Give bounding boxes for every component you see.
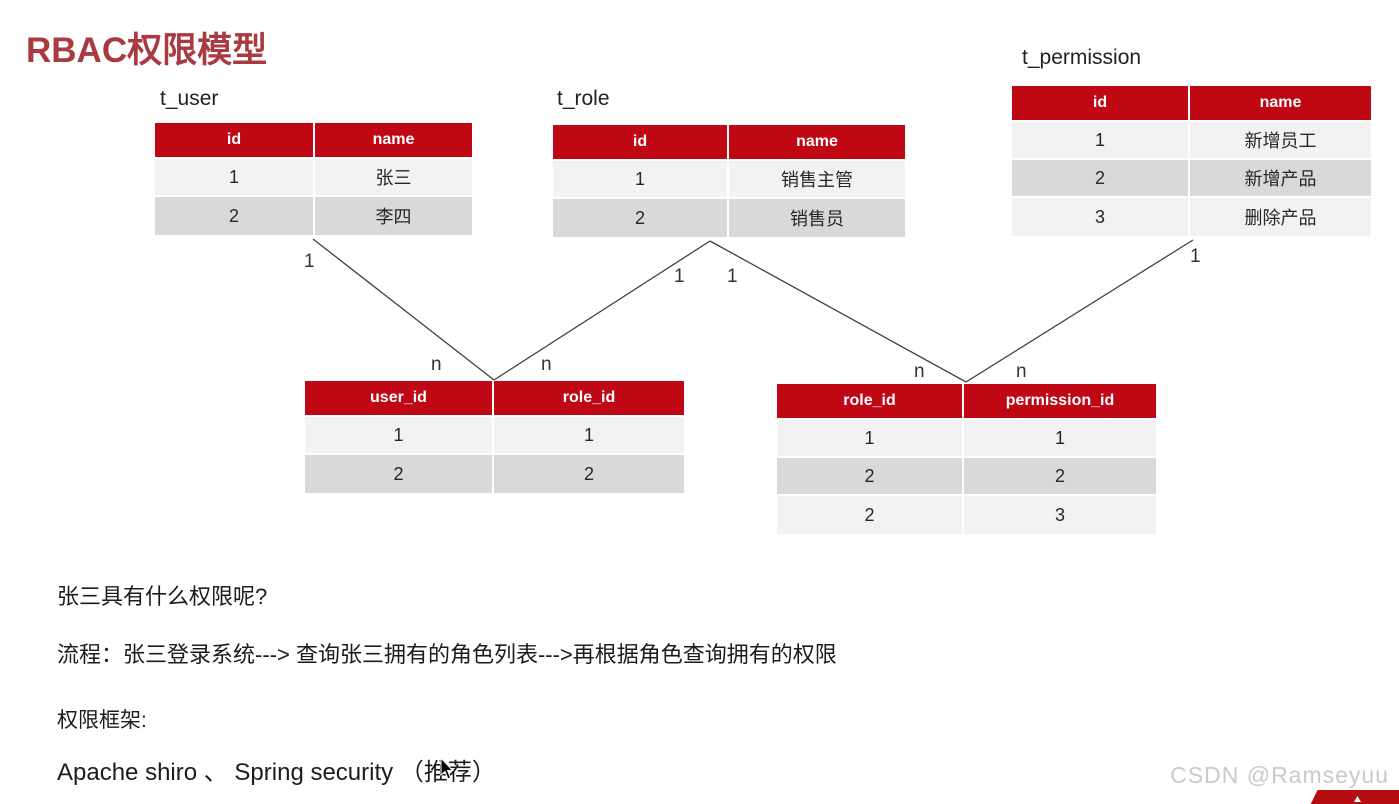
cardinality-label-n: n bbox=[541, 354, 552, 375]
table-row: 1 销售主管 bbox=[553, 161, 905, 199]
column-header: id bbox=[1012, 86, 1190, 122]
t-permission-label: t_permission bbox=[1022, 46, 1142, 69]
table-row: 3 删除产品 bbox=[1012, 198, 1371, 236]
table-row: 2 2 bbox=[305, 455, 684, 493]
cell: 2 bbox=[494, 455, 684, 493]
mouse-cursor bbox=[440, 758, 454, 780]
cell: 新增产品 bbox=[1190, 160, 1371, 198]
question-text: 张三具有什么权限呢? bbox=[57, 584, 268, 609]
column-header: role_id bbox=[494, 381, 684, 417]
cardinality-label-one: 1 bbox=[304, 251, 315, 272]
flow-text: 流程：张三登录系统---> 查询张三拥有的角色列表--->再根据角色查询拥有的权… bbox=[57, 642, 837, 667]
table-header-row: id name bbox=[155, 123, 472, 159]
cell: 2 bbox=[305, 455, 494, 493]
t-permission-table: id name 1 新增员工 2 新增产品 3 删除产品 bbox=[1012, 86, 1371, 236]
table-row: 1 张三 bbox=[155, 159, 472, 197]
corner-ribbon bbox=[1302, 790, 1399, 804]
cardinality-label-n: n bbox=[1016, 361, 1027, 382]
column-header: name bbox=[315, 123, 472, 159]
t-role-table: id name 1 销售主管 2 销售员 bbox=[553, 125, 905, 237]
cell: 2 bbox=[155, 197, 315, 235]
column-header: permission_id bbox=[964, 384, 1156, 420]
table-row: 2 李四 bbox=[155, 197, 472, 235]
t-user-label: t_user bbox=[160, 87, 219, 110]
table-row: 2 2 bbox=[777, 458, 1156, 496]
role-permission-table: role_id permission_id 1 1 2 2 2 3 bbox=[777, 384, 1156, 534]
page-title: RBAC权限模型 bbox=[26, 31, 268, 70]
cell: 销售主管 bbox=[729, 161, 905, 199]
table-row: 1 新增员工 bbox=[1012, 122, 1371, 160]
cell: 2 bbox=[1012, 160, 1190, 198]
table-row: 1 1 bbox=[777, 420, 1156, 458]
cell: 2 bbox=[553, 199, 729, 237]
cell: 1 bbox=[964, 420, 1156, 458]
table-row: 2 新增产品 bbox=[1012, 160, 1371, 198]
cell: 1 bbox=[155, 159, 315, 197]
framework-label: 权限框架: bbox=[57, 709, 147, 732]
table-row: 2 销售员 bbox=[553, 199, 905, 237]
ribbon-mark bbox=[1354, 796, 1361, 802]
watermark: CSDN @Ramseyuu bbox=[1170, 762, 1389, 788]
cardinality-label-n: n bbox=[914, 361, 925, 382]
cell: 1 bbox=[777, 420, 964, 458]
table-header-row: id name bbox=[553, 125, 905, 161]
column-header: id bbox=[553, 125, 729, 161]
column-header: name bbox=[1190, 86, 1371, 122]
cell: 新增员工 bbox=[1190, 122, 1371, 160]
column-header: id bbox=[155, 123, 315, 159]
cell: 张三 bbox=[315, 159, 472, 197]
cell: 1 bbox=[1012, 122, 1190, 160]
framework-options: Apache shiro 、 Spring security （推荐） bbox=[57, 759, 496, 786]
cell: 2 bbox=[777, 458, 964, 496]
cell: 删除产品 bbox=[1190, 198, 1371, 236]
cell: 1 bbox=[553, 161, 729, 199]
cardinality-label-one: 1 bbox=[674, 266, 685, 287]
t-role-label: t_role bbox=[557, 87, 610, 110]
user-role-table: user_id role_id 1 1 2 2 bbox=[305, 381, 684, 493]
cell: 3 bbox=[1012, 198, 1190, 236]
cardinality-label-n: n bbox=[431, 354, 442, 375]
cell: 3 bbox=[964, 496, 1156, 534]
table-row: 2 3 bbox=[777, 496, 1156, 534]
column-header: name bbox=[729, 125, 905, 161]
table-header-row: role_id permission_id bbox=[777, 384, 1156, 420]
column-header: user_id bbox=[305, 381, 494, 417]
table-row: 1 1 bbox=[305, 417, 684, 455]
cell: 2 bbox=[964, 458, 1156, 496]
column-header: role_id bbox=[777, 384, 964, 420]
table-header-row: user_id role_id bbox=[305, 381, 684, 417]
cardinality-label-one: 1 bbox=[727, 266, 738, 287]
cell: 1 bbox=[494, 417, 684, 455]
t-user-table: id name 1 张三 2 李四 bbox=[155, 123, 472, 235]
cell: 1 bbox=[305, 417, 494, 455]
cell: 2 bbox=[777, 496, 964, 534]
cell: 销售员 bbox=[729, 199, 905, 237]
cardinality-label-one: 1 bbox=[1190, 246, 1201, 267]
cell: 李四 bbox=[315, 197, 472, 235]
table-header-row: id name bbox=[1012, 86, 1371, 122]
